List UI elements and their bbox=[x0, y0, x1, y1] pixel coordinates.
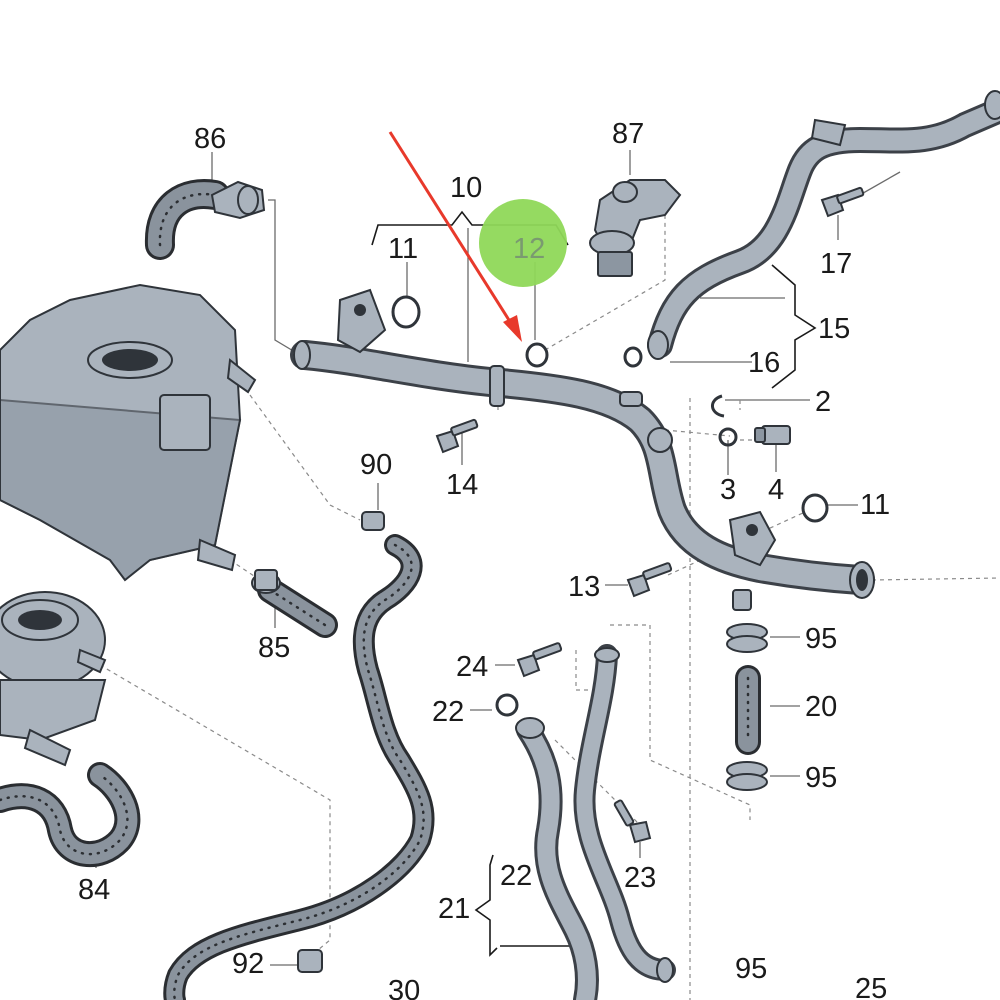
bolt-14 bbox=[435, 418, 479, 454]
callout-labels: 86 87 10 11 12 17 15 16 2 14 3 4 11 90 1… bbox=[78, 118, 890, 1000]
red-arrow bbox=[388, 131, 522, 342]
upper-right-pipe bbox=[647, 90, 1000, 360]
bolt-23 bbox=[613, 799, 652, 844]
main-coolant-pipe bbox=[290, 288, 875, 611]
label-11-right: 11 bbox=[860, 489, 890, 521]
bolt-13 bbox=[626, 562, 673, 598]
label-87: 87 bbox=[612, 118, 644, 150]
label-22-bottom: 22 bbox=[500, 860, 532, 892]
label-95-bottom: 95 bbox=[735, 953, 767, 985]
highlight-circle bbox=[479, 199, 567, 287]
label-25: 25 bbox=[855, 973, 887, 1000]
label-86: 86 bbox=[194, 123, 226, 155]
label-30: 30 bbox=[388, 975, 420, 1000]
bolt-17 bbox=[820, 186, 865, 218]
label-14: 14 bbox=[446, 469, 478, 501]
label-90: 90 bbox=[360, 449, 392, 481]
label-22-top: 22 bbox=[432, 696, 464, 728]
fitting-85 bbox=[251, 569, 281, 594]
clamp-90 bbox=[361, 511, 385, 531]
clamp-95b bbox=[726, 761, 768, 791]
label-24: 24 bbox=[456, 651, 488, 683]
label-3: 3 bbox=[720, 474, 736, 506]
label-16: 16 bbox=[748, 347, 780, 379]
bolt-24 bbox=[516, 642, 563, 678]
label-20: 20 bbox=[805, 691, 837, 723]
clamp-95a bbox=[726, 623, 768, 653]
thermostat-housing bbox=[589, 179, 682, 277]
o-rings bbox=[391, 295, 829, 717]
label-12: 12 bbox=[513, 233, 545, 265]
label-13: 13 bbox=[568, 571, 600, 603]
label-23: 23 bbox=[624, 862, 656, 894]
hose-clamps bbox=[297, 511, 768, 973]
label-17: 17 bbox=[820, 248, 852, 280]
lower-pipes bbox=[515, 644, 676, 1000]
label-15: 15 bbox=[818, 313, 850, 345]
hose-connector-86 bbox=[210, 180, 266, 220]
label-11-top: 11 bbox=[388, 233, 418, 265]
label-4: 4 bbox=[768, 474, 784, 506]
clamp-92 bbox=[297, 949, 323, 973]
label-92: 92 bbox=[232, 948, 264, 980]
label-84: 84 bbox=[78, 874, 110, 906]
label-95-middle: 95 bbox=[805, 762, 837, 794]
plug-4 bbox=[754, 425, 791, 445]
hoses bbox=[0, 179, 761, 1000]
label-85: 85 bbox=[258, 632, 290, 664]
label-21: 21 bbox=[438, 893, 470, 925]
label-95-top: 95 bbox=[805, 623, 837, 655]
bolts bbox=[435, 186, 865, 844]
reservoir-cap bbox=[0, 591, 107, 767]
expansion-tank bbox=[0, 283, 257, 582]
label-10: 10 bbox=[450, 172, 482, 204]
label-2: 2 bbox=[815, 386, 831, 418]
